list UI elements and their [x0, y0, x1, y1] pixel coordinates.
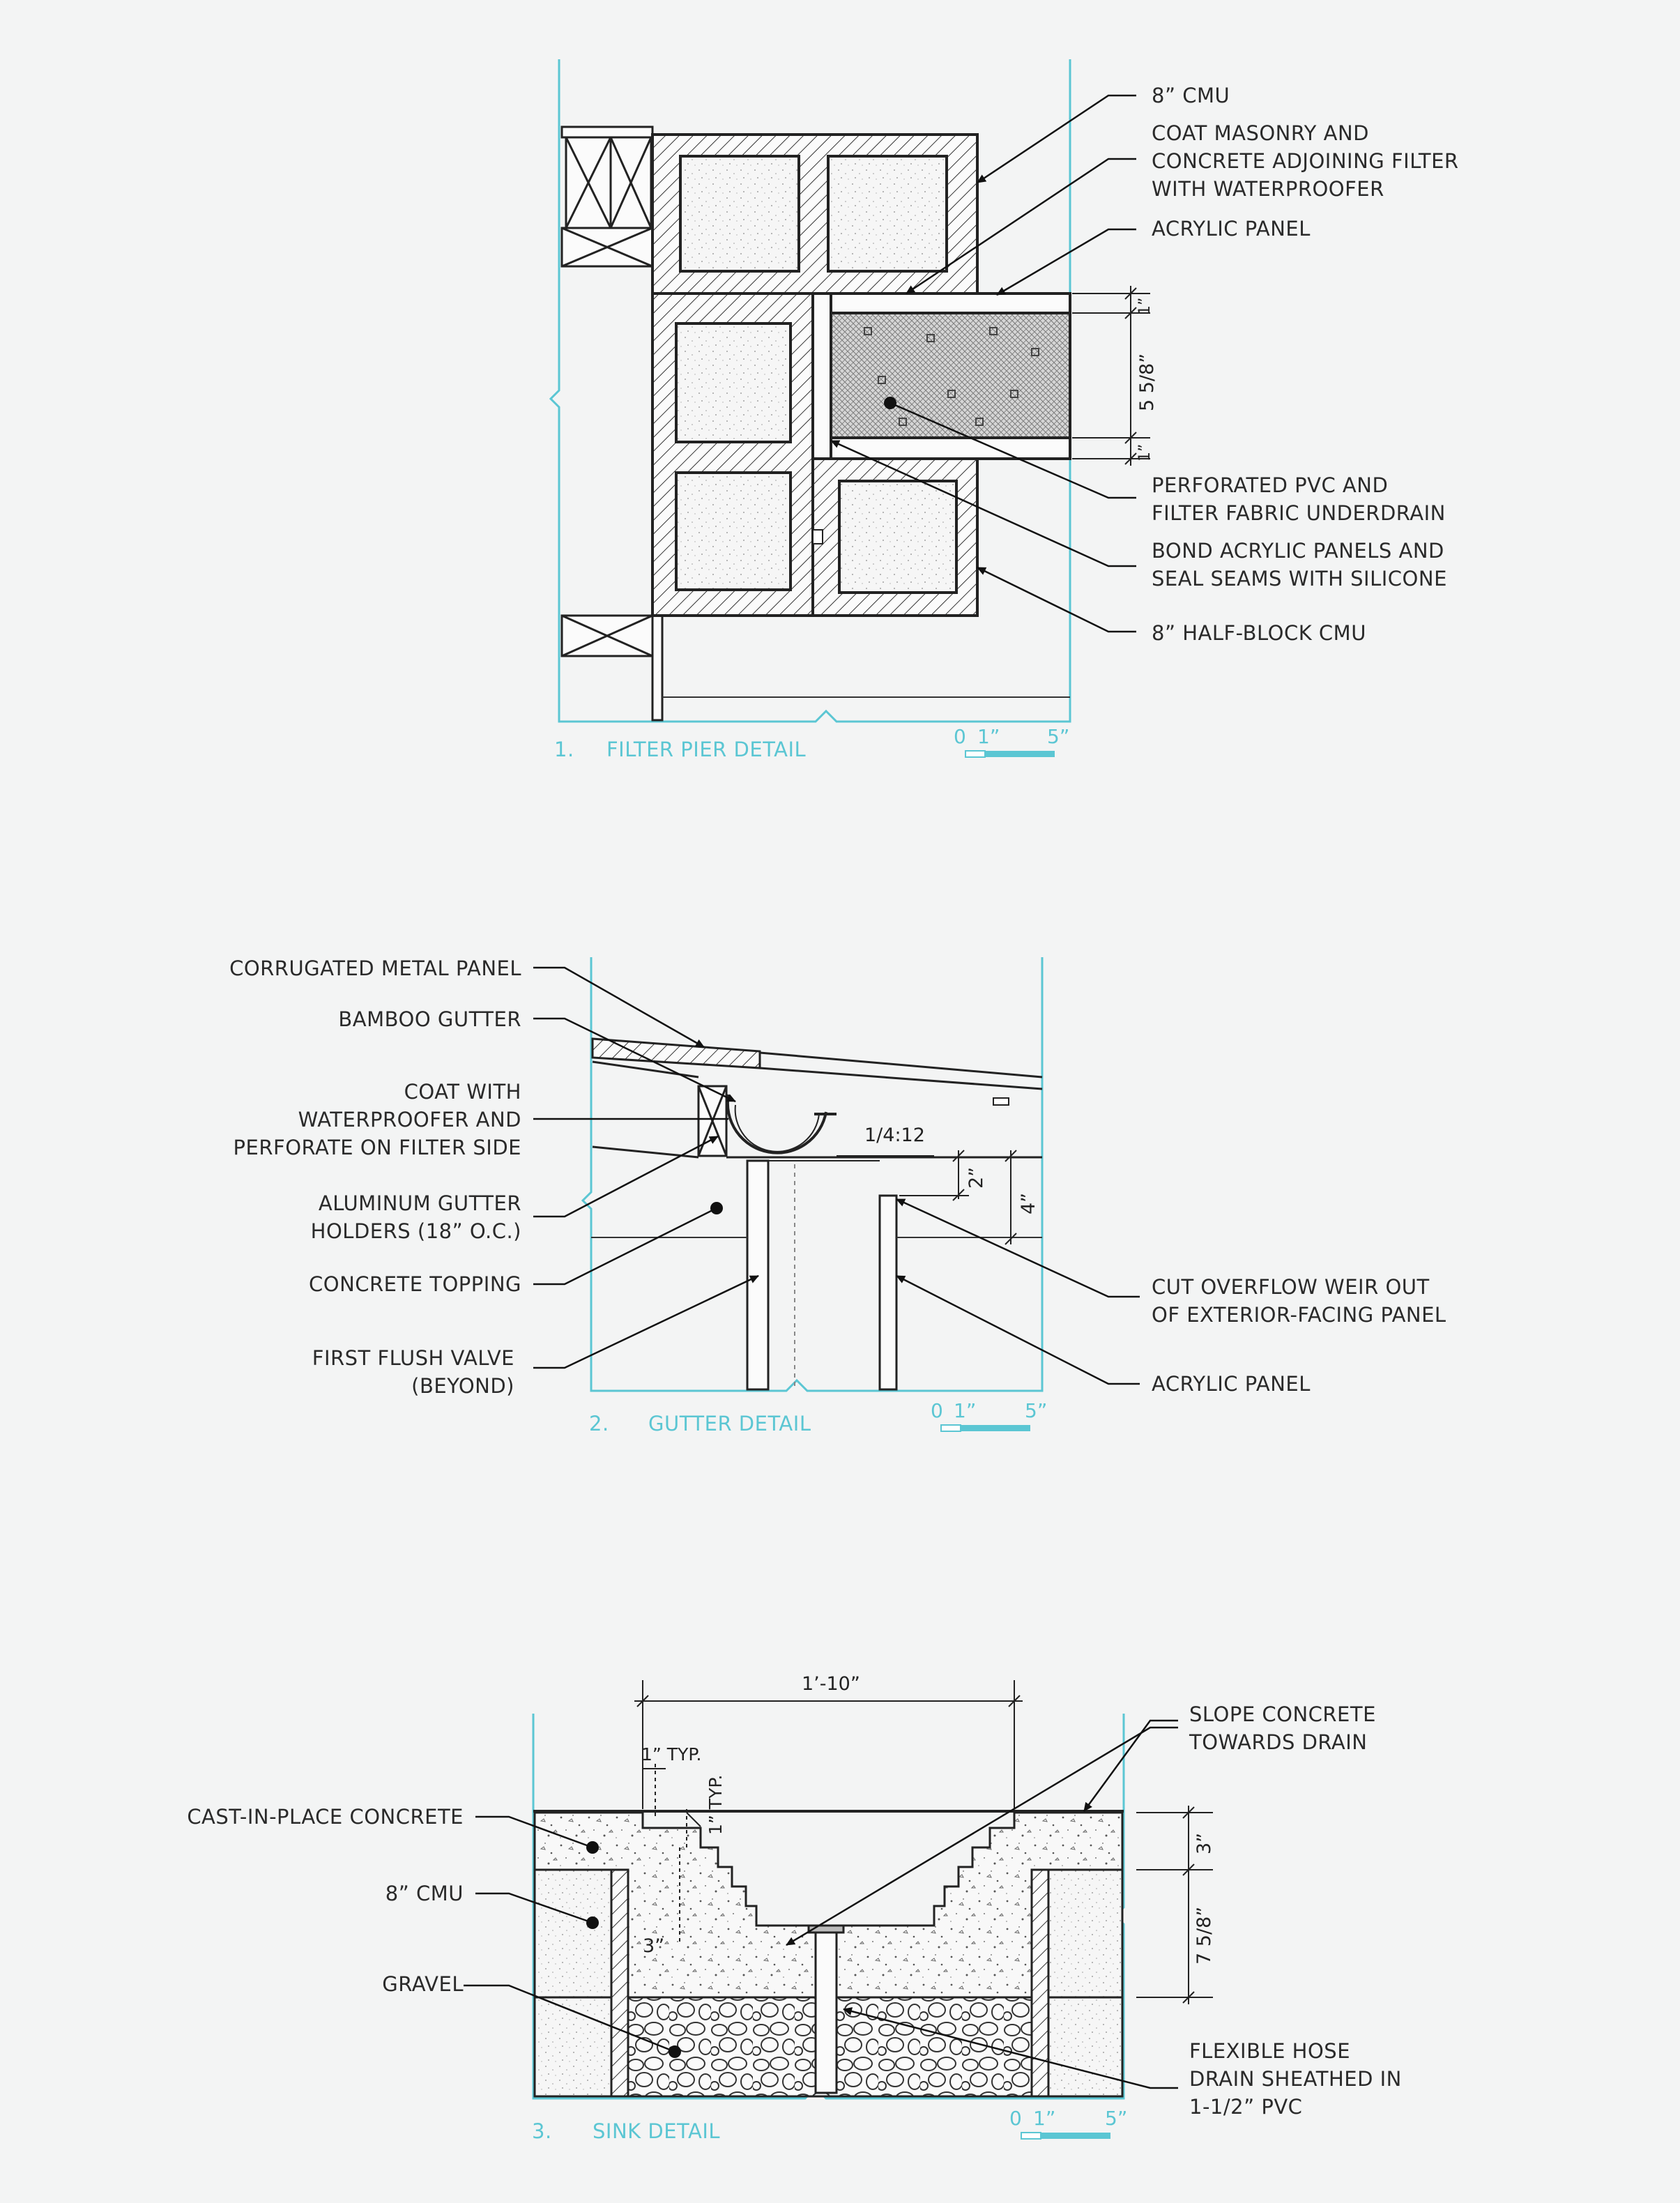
dim-lines-2: [837, 1150, 1017, 1245]
label-coat-masonry: COAT MASONRY AND CONCRETE ADJOINING FILT…: [1152, 121, 1459, 201]
drain-hose: [807, 1924, 845, 2094]
filter-pier-detail: [549, 59, 1150, 758]
scale-1-five: 5”: [1047, 725, 1070, 748]
dim-slope: 1/4:12: [864, 1125, 925, 1146]
scale-bar-1: [965, 750, 1055, 758]
scale-2-five: 5”: [1025, 1399, 1048, 1422]
label-aluminum-holders: ALUMINUM GUTTER HOLDERS (18” O.C.): [310, 1191, 521, 1243]
label-concrete-topping: CONCRETE TOPPING: [309, 1272, 521, 1296]
scale-3-zero: 0: [1009, 2107, 1022, 2130]
label-gravel: GRAVEL: [382, 1972, 464, 1996]
filter-perforations: [864, 327, 1039, 426]
dim-1in-typ-v: 1” TYP.: [705, 1774, 726, 1835]
dim-1-10: 1’-10”: [802, 1673, 860, 1695]
dim-1in-bottom: 1”: [1136, 443, 1154, 462]
scale-3-one: 1”: [1033, 2107, 1056, 2130]
scale-bar-3: [1021, 2132, 1110, 2140]
label-bond-acrylic: BOND ACRYLIC PANELS AND SEAL SEAMS WITH …: [1152, 539, 1447, 590]
acrylic-panels-2: [746, 1159, 898, 1391]
wood-block-2: [592, 1060, 1042, 1159]
gutter-detail: [533, 957, 1140, 1432]
dim-lines-1: [1072, 286, 1150, 466]
scale-1-one: 1”: [977, 725, 1000, 748]
detail-3-title: SINK DETAIL: [593, 2119, 721, 2143]
label-overflow-weir: CUT OVERFLOW WEIR OUT OF EXTERIOR-FACING…: [1152, 1275, 1446, 1327]
detail-1-number: 1.: [554, 738, 574, 761]
leaders-2: [533, 966, 1140, 1385]
dim-3in-right: 3”: [1193, 1832, 1215, 1854]
scale-3-five: 5”: [1105, 2107, 1128, 2130]
acrylic-panel-filter: [811, 292, 1071, 544]
dim-2in: 2”: [965, 1166, 987, 1189]
scale-1-zero: 0: [954, 725, 966, 748]
cmu-8in: [651, 133, 979, 617]
detail-2-title: GUTTER DETAIL: [648, 1412, 811, 1435]
label-first-flush: FIRST FLUSH VALVE (BEYOND): [312, 1346, 514, 1398]
leaders-1: [830, 94, 1136, 633]
label-cast-in-place: CAST-IN-PLACE CONCRETE: [187, 1805, 464, 1829]
dim-4in: 4”: [1018, 1192, 1039, 1214]
label-perforated-pvc: PERFORATED PVC AND FILTER FABRIC UNDERDR…: [1152, 473, 1446, 525]
leaders-3: [464, 1719, 1178, 2089]
scale-2-zero: 0: [931, 1399, 943, 1422]
label-8in-cmu-sink: 8” CMU: [385, 1882, 464, 1905]
dim-lines-3: [634, 1680, 1213, 2004]
scale-2-one: 1”: [954, 1399, 977, 1422]
label-coat-waterproofer: COAT WITH WATERPROOFER AND PERFORATE ON …: [233, 1080, 521, 1159]
label-acrylic-panel-2: ACRYLIC PANEL: [1152, 1372, 1311, 1396]
dim-7-5-8: 7 5/8”: [1193, 1906, 1215, 1965]
label-slope-concrete: SLOPE CONCRETE TOWARDS DRAIN: [1189, 1702, 1376, 1754]
detail-1-title: FILTER PIER DETAIL: [606, 738, 807, 761]
bamboo-gutter: [726, 1094, 837, 1154]
frame-2: [581, 957, 1044, 1392]
label-8in-cmu: 8” CMU: [1152, 84, 1230, 107]
label-flexible-hose: FLEXIBLE HOSE DRAIN SHEATHED IN 1-1/2” P…: [1189, 2039, 1402, 2119]
cmu-lower-left: [533, 1996, 613, 2098]
dim-1in-top: 1”: [1136, 297, 1154, 315]
wood-blocking: [560, 125, 664, 722]
label-half-block-cmu: 8” HALF-BLOCK CMU: [1152, 621, 1366, 645]
frame-1: [549, 59, 1071, 723]
sink-detail: [464, 1680, 1213, 2140]
label-corrugated-metal: CORRUGATED METAL PANEL: [229, 956, 521, 980]
detail-3-number: 3.: [532, 2119, 552, 2143]
dim-3in-left: 3”: [643, 1935, 665, 1957]
dim-5-5-8: 5 5/8”: [1136, 353, 1158, 411]
detail-2-number: 2.: [589, 1412, 609, 1435]
label-acrylic-panel-1: ACRYLIC PANEL: [1152, 217, 1311, 241]
cast-in-place-concrete: [533, 1811, 1124, 1999]
dim-1in-typ-h: 1” TYP.: [641, 1744, 702, 1764]
scale-bar-2: [940, 1424, 1030, 1432]
cmu-lower-right: [1047, 1996, 1124, 2098]
label-bamboo-gutter: BAMBOO GUTTER: [338, 1007, 521, 1031]
